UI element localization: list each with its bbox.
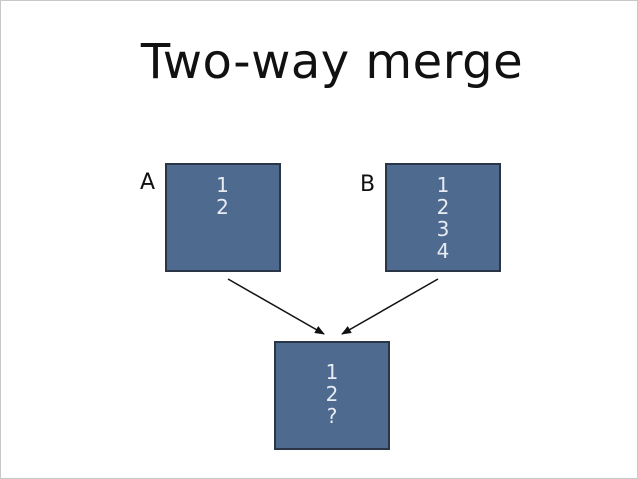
- node-b-line: 3: [436, 217, 450, 241]
- merge-line: 1: [325, 360, 339, 384]
- node-a-line: 2: [216, 195, 229, 219]
- arrow-a-to-merge: [227, 278, 325, 335]
- merge-line: ?: [326, 404, 338, 428]
- node-b-label: B: [360, 172, 376, 197]
- node-a-label: A: [140, 170, 156, 195]
- node-b-line: 4: [436, 239, 450, 263]
- arrow-b-to-merge: [341, 278, 439, 335]
- node-b-line: 2: [436, 195, 450, 219]
- merge-box: 1 2 ?: [274, 341, 390, 450]
- merge-line: 2: [325, 382, 339, 406]
- node-b-box: 1 2 3 4: [385, 163, 501, 272]
- node-a-box: 1 2: [165, 163, 281, 272]
- node-b-line: 1: [436, 173, 450, 197]
- slide-title: Two-way merge: [140, 34, 524, 90]
- node-a-line: 1: [216, 173, 229, 197]
